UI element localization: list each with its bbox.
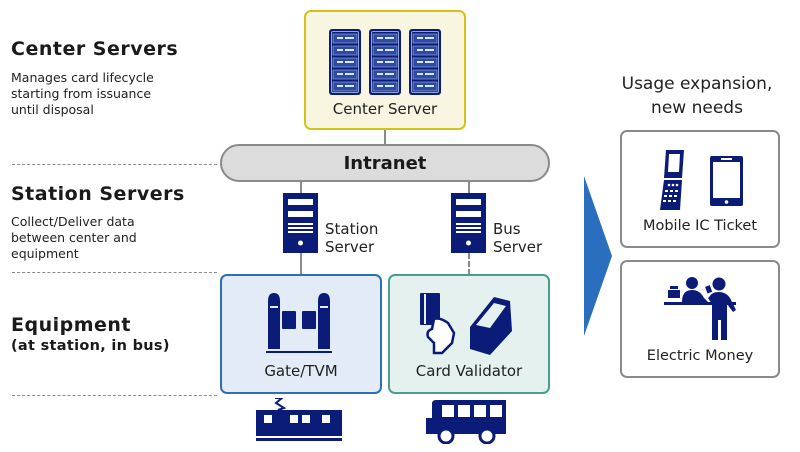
card-validator-label: Card Validator <box>415 362 523 380</box>
mobile-ic-ticket-label: Mobile IC Ticket <box>642 218 758 234</box>
heading-line: new needs <box>651 98 743 118</box>
bus-server-icon <box>451 193 486 253</box>
tier-title-station: Station Servers <box>11 183 185 205</box>
tier-divider <box>12 272 217 273</box>
heading-line: Usage expansion, <box>621 74 773 94</box>
tier-desc-center: Manages card lifecycle starting from iss… <box>11 70 154 118</box>
tier-divider <box>12 395 217 396</box>
tier-subtitle-equipment: (at station, in bus) <box>11 338 170 354</box>
label-line: Server <box>325 238 375 256</box>
shop-counter-icon <box>664 277 736 340</box>
gate-tvm-box: Gate/TVM <box>220 274 382 394</box>
label-line: Station <box>325 220 379 238</box>
label-line: Server <box>493 238 543 256</box>
intranet-label: Intranet <box>343 153 427 174</box>
station-server-label: Station Server <box>325 220 378 256</box>
expansion-heading: Usage expansion, new needs <box>612 72 782 120</box>
tier-title-equipment: Equipment <box>11 314 132 336</box>
tier-desc-station: Collect/Deliver data between center and … <box>11 214 137 262</box>
server-rack-icon <box>329 29 441 95</box>
connector-line <box>468 182 470 194</box>
desc-line: equipment <box>11 246 79 261</box>
tier-divider <box>12 164 217 165</box>
connector-line <box>300 182 302 194</box>
electric-money-box: Electric Money <box>620 260 780 378</box>
ticket-gate-icon <box>266 293 332 353</box>
desc-line: until disposal <box>11 102 94 117</box>
desc-line: Manages card lifecycle <box>11 70 154 85</box>
train-icon <box>256 398 342 441</box>
gate-tvm-label: Gate/TVM <box>264 362 338 380</box>
center-server-box: Center Server <box>304 10 466 130</box>
label-line: Bus <box>493 220 521 238</box>
desc-line: starting from issuance <box>11 86 152 101</box>
bus-server-label: Bus Server <box>493 220 542 256</box>
electric-money-label: Electric Money <box>646 348 754 364</box>
card-validator-icon <box>420 293 512 355</box>
expansion-arrow-icon <box>584 176 612 336</box>
intranet-bar: Intranet <box>220 144 550 182</box>
tier-title-center: Center Servers <box>11 38 179 60</box>
wireless-connector <box>468 253 470 275</box>
desc-line: between center and <box>11 230 137 245</box>
mobile-ic-ticket-box: Mobile IC Ticket <box>620 130 780 248</box>
connector-line <box>384 130 386 146</box>
bus-icon <box>426 400 506 444</box>
mobile-phone-icon <box>660 150 743 210</box>
station-server-icon <box>283 193 318 253</box>
center-server-label: Center Server <box>332 100 438 118</box>
card-validator-box: Card Validator <box>388 274 550 394</box>
connector-line <box>300 253 302 275</box>
desc-line: Collect/Deliver data <box>11 214 135 229</box>
